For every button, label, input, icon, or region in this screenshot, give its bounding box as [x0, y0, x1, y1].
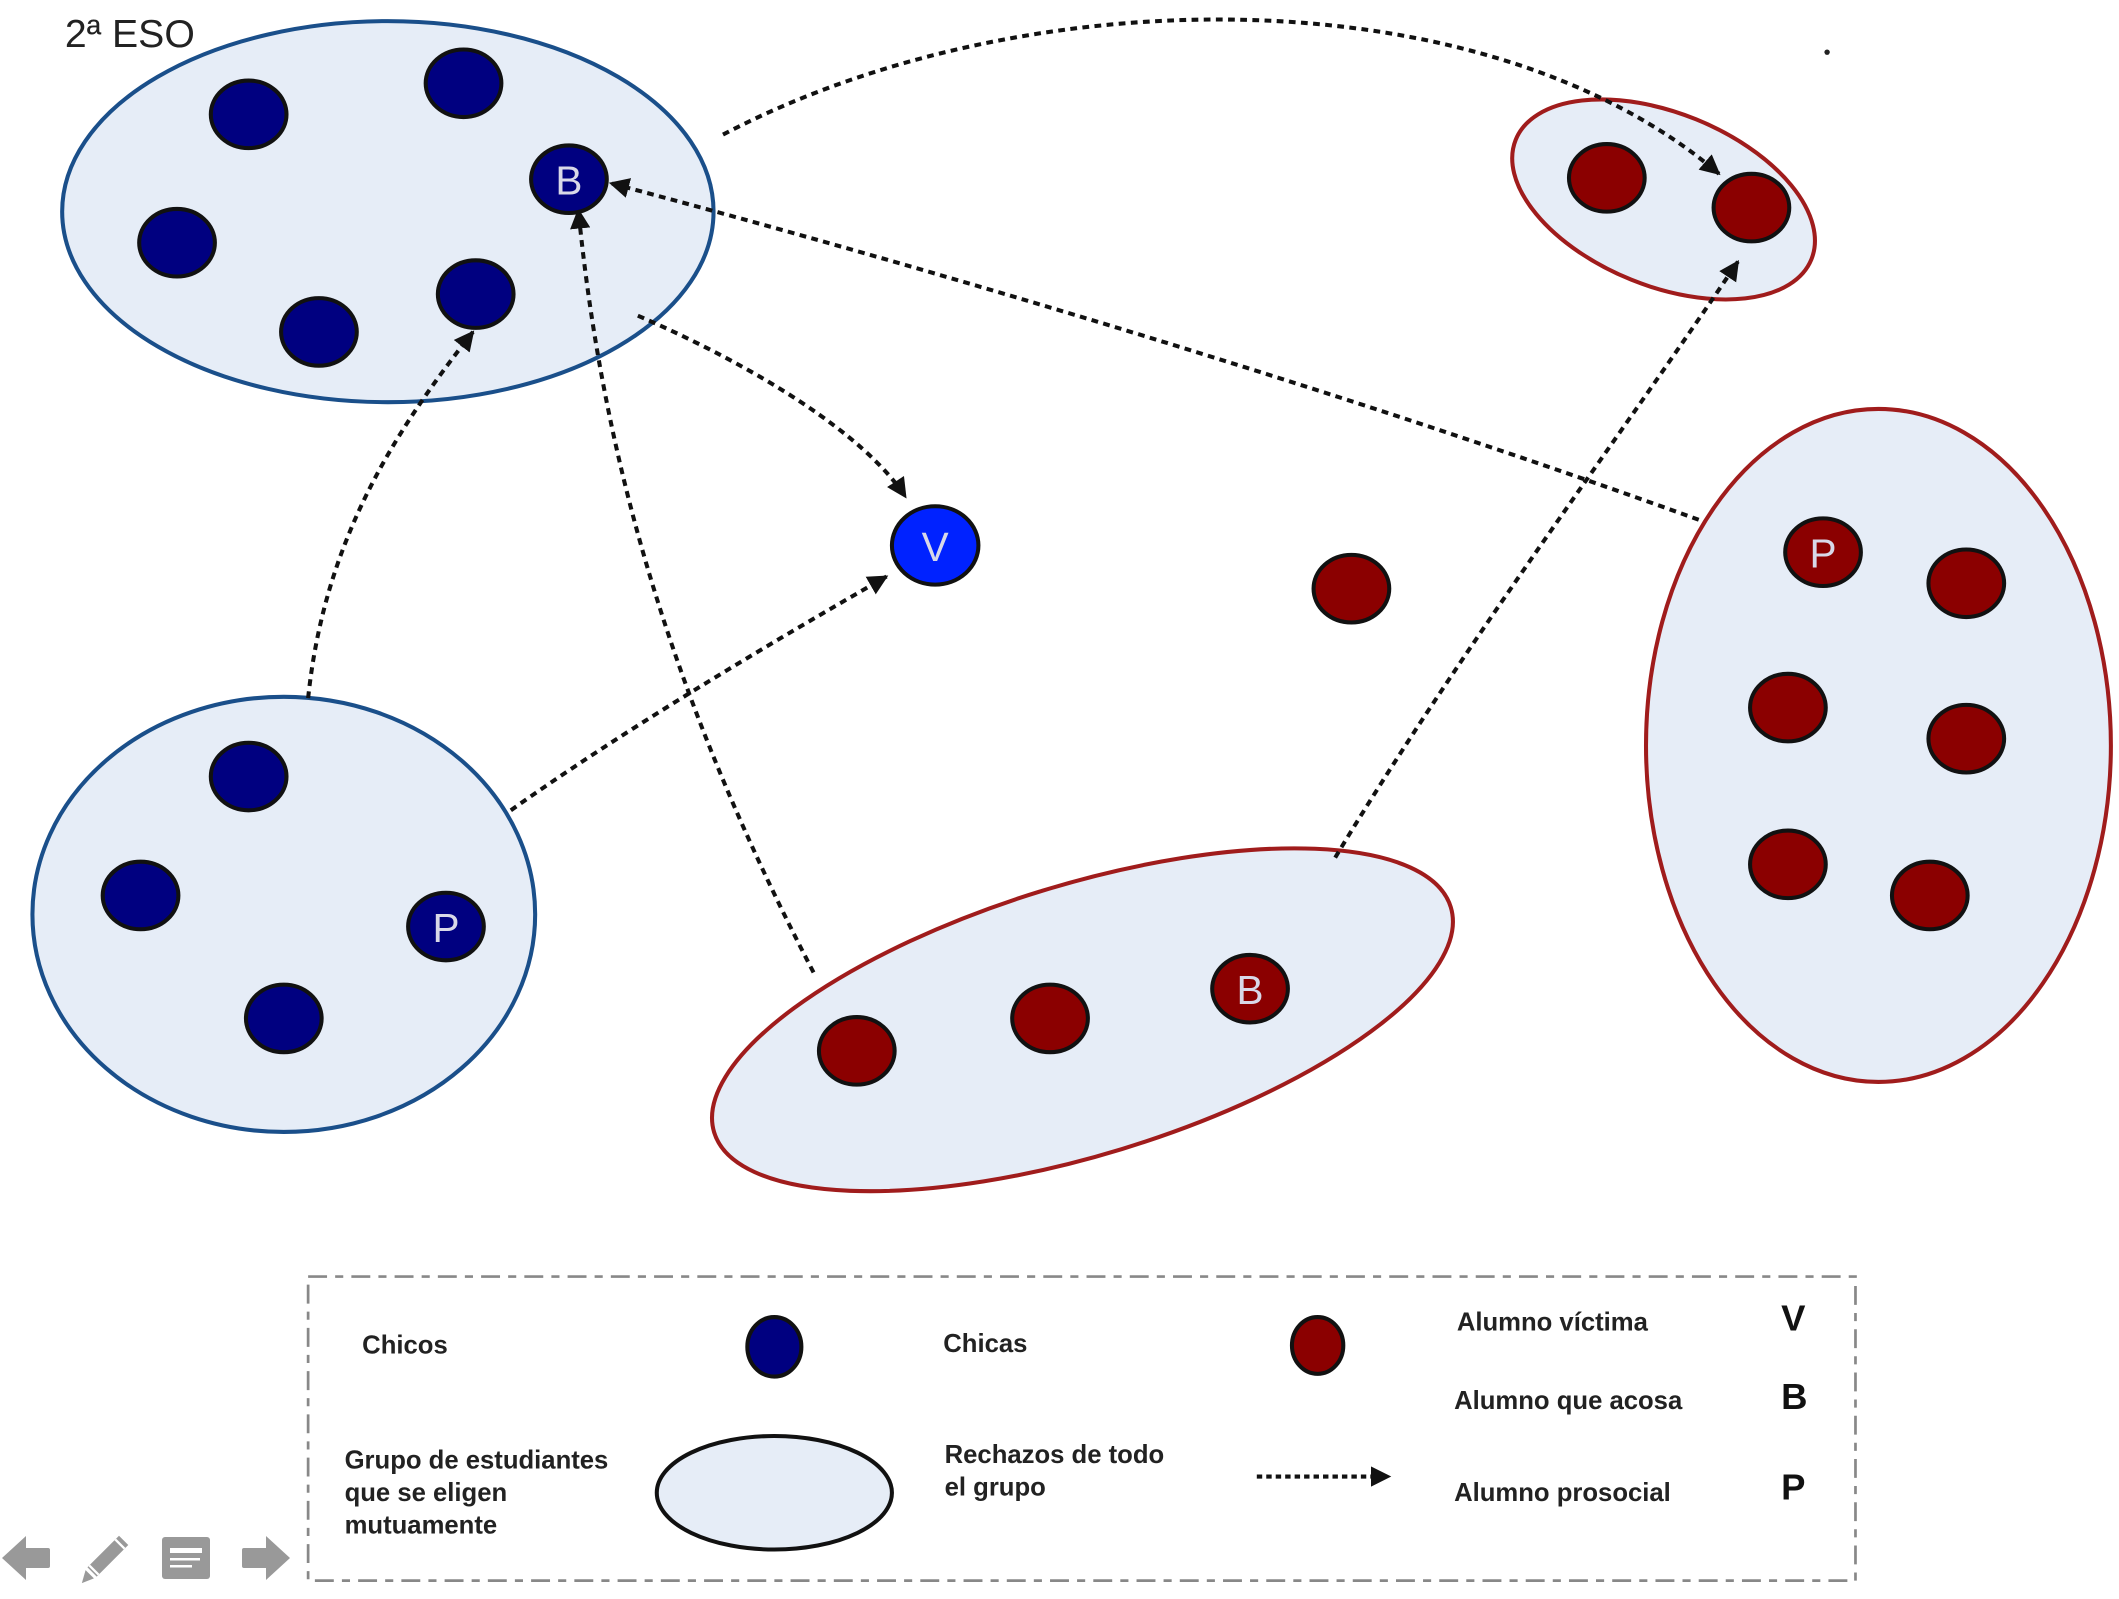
- legend: Chicos Chicas Alumno víctima V Alumno qu…: [306, 1275, 1857, 1582]
- notes-icon: [162, 1537, 210, 1579]
- next-slide-button[interactable]: [242, 1532, 290, 1584]
- lone-girl-node: [1311, 552, 1392, 625]
- girl-node-g5-3: [1926, 702, 2007, 775]
- pencil-icon: [81, 1535, 129, 1584]
- girl-node-g4-2: [1210, 952, 1290, 1025]
- boy-node-g2-2-letter: P: [432, 905, 459, 951]
- legend-prosocial-letter: P: [1781, 1467, 1805, 1508]
- boy-node-g1-3: [137, 206, 217, 279]
- legend-prosocial-label: Alumno prosocial: [1454, 1479, 1671, 1507]
- legend-group-label-line1: Grupo de estudiantes: [345, 1446, 609, 1474]
- legend-victim-label: Alumno víctima: [1457, 1309, 1649, 1337]
- girl-node-g5-5: [1889, 859, 1970, 932]
- legend-boys-label: Chicos: [362, 1332, 448, 1360]
- rejection-arrow-g2-to-g1: [306, 330, 475, 699]
- nodes-layer: B P B P V: [100, 47, 2007, 1087]
- boy-node-g1-2-letter: B: [555, 158, 582, 204]
- girl-node-g3-0: [1566, 142, 1647, 214]
- rejection-arrow-g2-to-victim: [509, 574, 889, 812]
- rejection-arrow-g4-to-g1b: [570, 208, 816, 974]
- boy-node-g1-1: [423, 47, 504, 120]
- boy-node-g1-5: [435, 258, 516, 330]
- legend-group-label-line2: que se eligen: [345, 1479, 508, 1507]
- arrow-right-icon: [242, 1536, 290, 1580]
- group-ellipse-g5: [1643, 406, 2113, 1084]
- legend-frame: [306, 1275, 1857, 1582]
- legend-rejection-label-line1: Rechazos de todo: [945, 1441, 1165, 1469]
- group-ellipse-g2: [30, 694, 538, 1134]
- girl-node-g5-4: [1748, 828, 1828, 901]
- rejection-arrow-g1-to-victim: [637, 313, 908, 499]
- girl-node-g5-2: [1748, 671, 1828, 744]
- boy-node-g1-2: [529, 143, 609, 216]
- groups-layer: [30, 19, 2113, 1194]
- girl-node-g5-0-letter: P: [1810, 531, 1837, 577]
- edit-button[interactable]: [78, 1532, 134, 1584]
- legend-girls-label: Chicas: [943, 1330, 1027, 1358]
- notes-button[interactable]: [162, 1532, 210, 1584]
- legend-group-swatch: [654, 1433, 894, 1552]
- girl-node-g5-0: [1783, 516, 1863, 589]
- arrow-left-icon: [2, 1536, 50, 1580]
- rejection-arrow-g4-to-g3: [1333, 259, 1740, 859]
- girl-node-g4-2-letter: B: [1237, 967, 1264, 1013]
- stray-dot: [1824, 49, 1830, 55]
- boy-node-g2-3: [243, 982, 324, 1055]
- girl-node-g4-0: [816, 1015, 897, 1087]
- victim-node-letter: V: [922, 524, 949, 570]
- boy-node-g1-4: [279, 296, 359, 368]
- boy-node-g2-1: [100, 859, 181, 932]
- boy-node-g2-2: [406, 890, 486, 963]
- legend-bully-letter: B: [1781, 1376, 1807, 1417]
- arrows-layer: [306, 17, 1740, 974]
- prev-slide-button[interactable]: [2, 1532, 50, 1584]
- rejection-arrow-g5-to-g1b: [608, 178, 1700, 522]
- girl-node-g3-1: [1711, 171, 1792, 244]
- diagram-title: 2ª ESO: [65, 13, 195, 56]
- legend-girl-swatch: [1289, 1315, 1346, 1376]
- legend-boy-swatch: [745, 1315, 804, 1379]
- girl-node-g5-1: [1926, 547, 2007, 620]
- girl-node-g4-1: [1010, 982, 1090, 1055]
- boy-node-g1-0: [208, 78, 289, 151]
- victim-node: [889, 504, 981, 587]
- legend-group-label-line3: mutuamente: [345, 1511, 498, 1539]
- boy-node-g2-0: [208, 740, 289, 813]
- legend-victim-letter: V: [1781, 1298, 1806, 1339]
- legend-rejection-label-line2: el grupo: [945, 1473, 1046, 1501]
- legend-bully-label: Alumno que acosa: [1454, 1387, 1683, 1415]
